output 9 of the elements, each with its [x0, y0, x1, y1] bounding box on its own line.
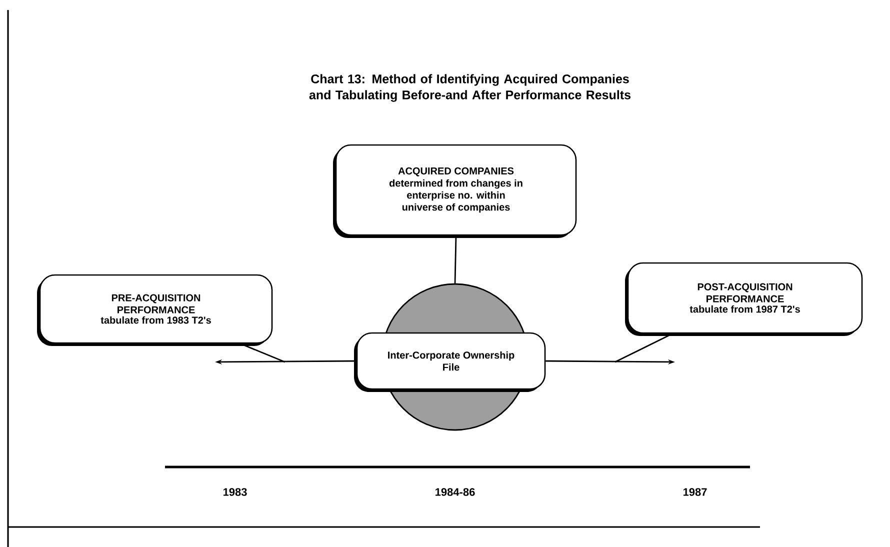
callout-box: POST-ACQUISITION PERFORMANCE tabulate from 1987 T2's — [625, 262, 863, 336]
year-label: 1984-86 — [436, 488, 475, 496]
callout-box: ACQUIRED COMPANIES determined from changes in enterprise no. within universe of companies — [333, 144, 577, 238]
globe-drawing: Inter-Corporate Ownership File — [354, 283, 546, 431]
callout-box: PRE-ACQUISITION PERFORMANCE tabulate from 1983 T2's — [37, 274, 273, 346]
year-label: 1987 — [683, 488, 707, 496]
year-label: 1983 — [223, 488, 247, 496]
connector-line — [454, 236, 457, 284]
chart-title: Chart 13: Method of Identifying Acquired Companies and Tabulating Before-and After Performance Results — [309, 74, 630, 102]
